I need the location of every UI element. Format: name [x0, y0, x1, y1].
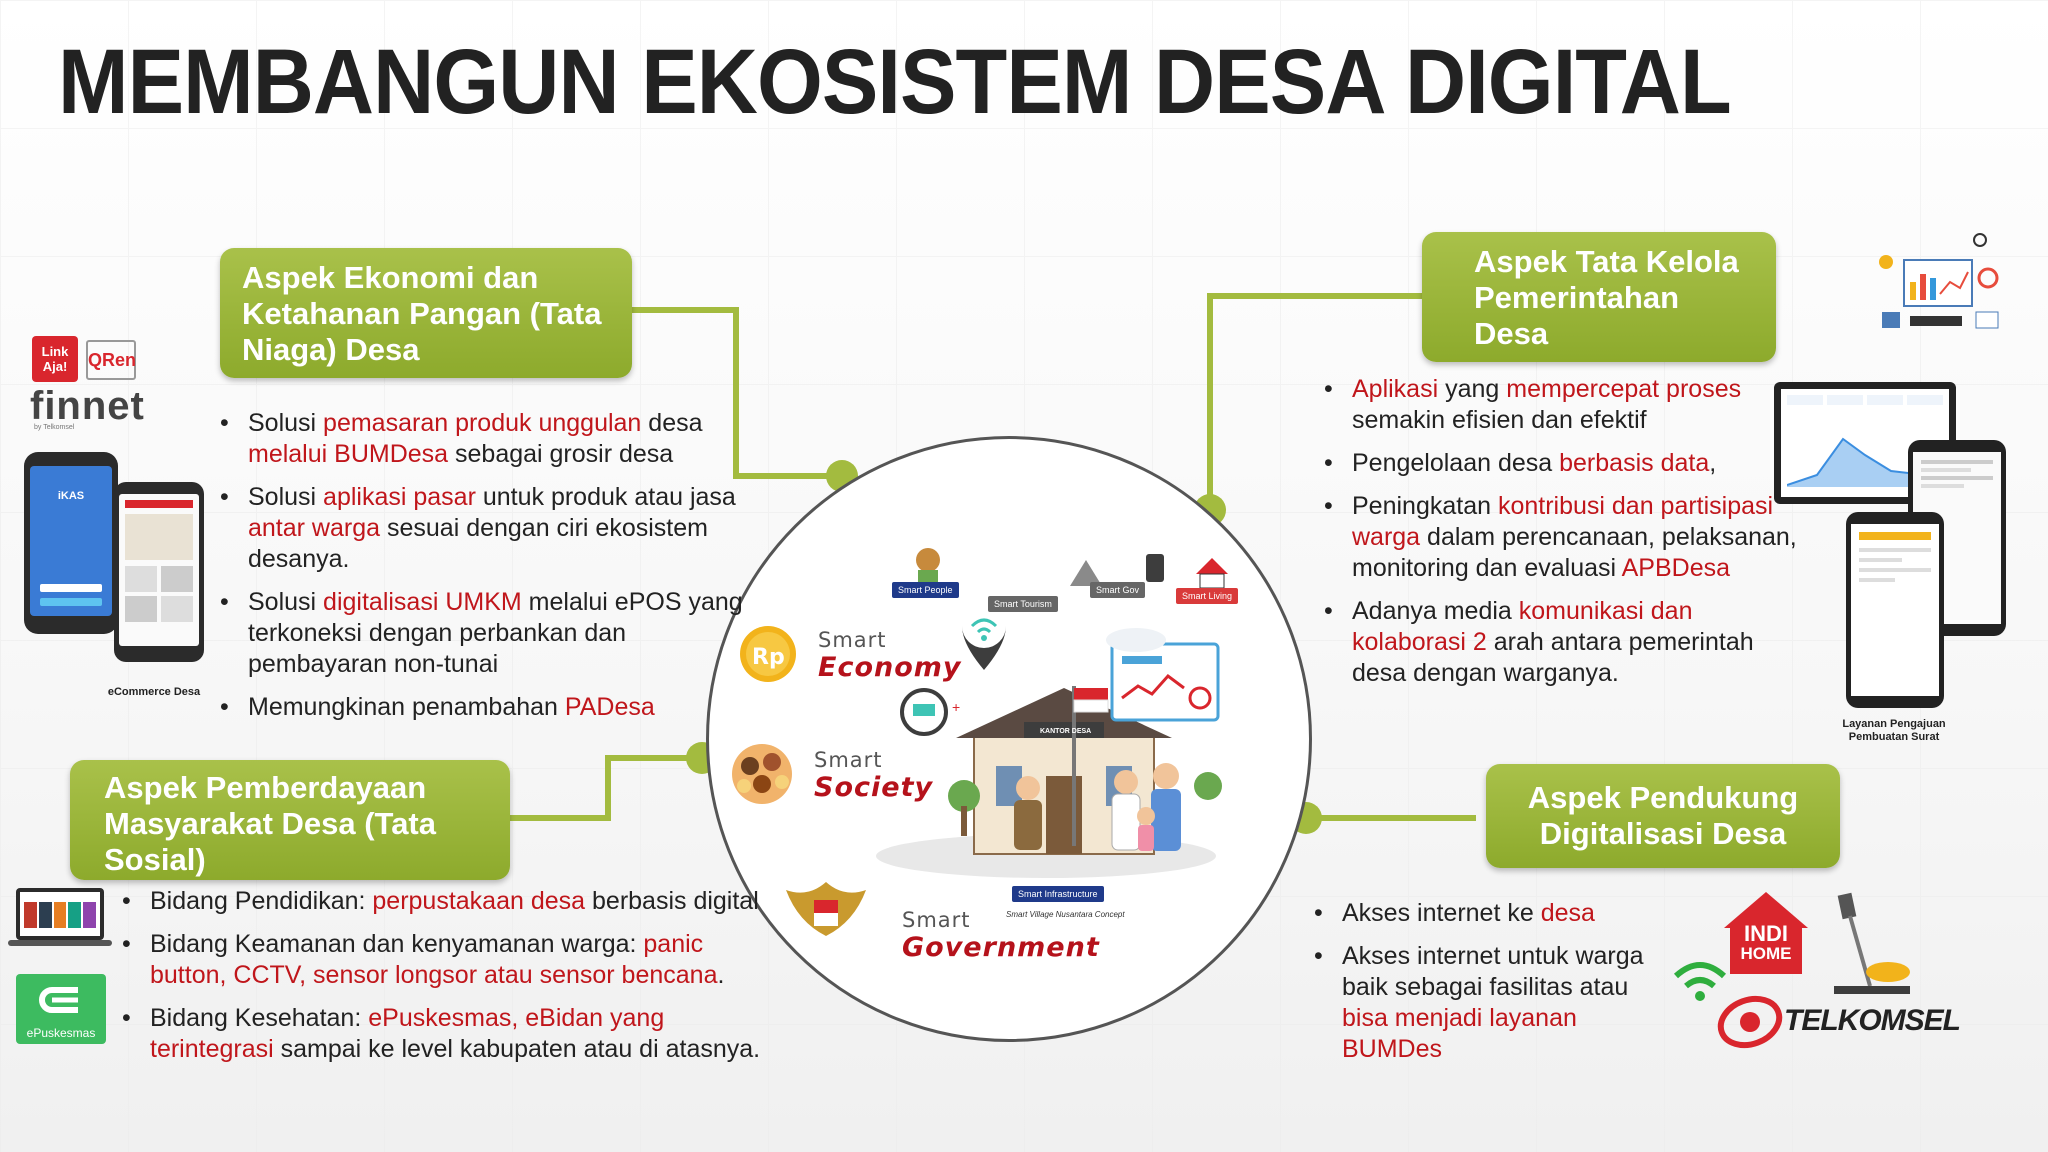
connector-tata-kelola [1207, 293, 1422, 510]
pill-smart-infrastructure: Smart Infrastructure [1012, 886, 1104, 902]
bullet-item: Peningkatan kontribusi dan partisipasi w… [1322, 491, 1798, 584]
telkomsel-logo: TELKOMSEL [1784, 1004, 1961, 1037]
list-tata-kelola: Aplikasi yang mempercepat proses semakin… [1322, 374, 1798, 701]
list-pendukung: Akses internet ke desaAkses internet unt… [1312, 898, 1662, 1077]
pill-smart-tourism: Smart Tourism [988, 596, 1058, 612]
wifi-icon [1673, 962, 1727, 1001]
highlight-text: panic button, CCTV, sensor longsor atau … [150, 930, 718, 989]
highlight-text: ePuskesmas, eBidan yang terintegrasi [150, 1004, 665, 1063]
bullet-item: Solusi pemasaran produk unggulan desa me… [218, 408, 758, 470]
indihome-house-icon [1724, 892, 1808, 974]
indihome-logo-text: INDI HOME [1740, 921, 1792, 964]
bullet-text: Bidang Keamanan dan kenyamanan warga: [150, 930, 644, 958]
bullet-item: Bidang Keamanan dan kenyamanan warga: pa… [120, 929, 780, 991]
bullet-text: Solusi [248, 588, 324, 616]
bullet-text: Bidang Pendidikan: [150, 887, 373, 915]
bullet-text: arah antara pemerintah desa dengan warga… [1352, 628, 1754, 687]
bullet-item: Bidang Kesehatan: ePuskesmas, eBidan yan… [120, 1003, 780, 1065]
page-title: MEMBANGUN EKOSISTEM DESA DIGITAL [58, 31, 1732, 133]
highlight-text: APBDesa [1621, 554, 1731, 582]
bullet-item: Memungkinan penambahan PADesa [218, 692, 758, 723]
epuskesmas-icon [39, 987, 78, 1013]
highlight-text: perpustakaan desa [372, 887, 586, 915]
bullet-text: Memungkinan penambahan [248, 693, 565, 721]
bullet-text: semakin efisien dan efektif [1352, 406, 1647, 434]
bullet-text: Solusi [248, 409, 324, 437]
svg-text:+: + [952, 699, 960, 715]
highlight-text: aplikasi pasar [323, 483, 476, 511]
bullet-item: Akses internet ke desa [1312, 898, 1662, 929]
badge-aspek-tata-kelola: Aspek Tata Kelola Pemerintahan Desa [1422, 232, 1776, 362]
satellite-dish-icon [1834, 892, 1910, 994]
linkaja-logo: Link Aja! [32, 336, 78, 382]
telkomsel-icon [1717, 995, 1783, 1049]
highlight-text: komunikasi dan kolaborasi 2 [1352, 597, 1693, 656]
building-sign: KANTOR DESA [1040, 728, 1092, 735]
concept-caption: Smart Village Nusantara Concept [1006, 910, 1125, 919]
highlight-text: Aplikasi [1352, 375, 1439, 403]
badge-aspek-ekonomi: Aspek Ekonomi dan Ketahanan Pangan (Tata… [220, 248, 632, 378]
bullet-item: Solusi aplikasi pasar untuk produk atau … [218, 482, 758, 575]
bullet-text: berbasis digital [585, 887, 759, 915]
ikas-app-name: iKAS [57, 490, 85, 502]
bullet-text: Pengelolaan desa [1352, 449, 1560, 477]
finnet-logo: finnet [30, 384, 145, 428]
bullet-text: sesuai dengan ciri ekosistem desanya. [248, 514, 708, 573]
layanan-caption: Layanan Pengajuan Pembuatan Surat [1842, 718, 1946, 743]
bullet-text: dalam perencanaan, pelaksanan, monitorin… [1352, 523, 1797, 582]
village-illustration: + Rp [732, 548, 1228, 936]
bullet-item: Bidang Pendidikan: perpustakaan desa ber… [120, 886, 780, 917]
smart-government-label: Smart Government [902, 908, 1100, 963]
ecommerce-caption: eCommerce Desa [107, 686, 201, 698]
library-laptop-mockup [16, 888, 104, 940]
surat-phone-mockup-front [1846, 512, 1944, 708]
qren-logo: QRen [86, 340, 136, 380]
highlight-text: desa [1540, 899, 1595, 927]
ecommerce-phone-mockup [114, 482, 204, 662]
bullet-text: yang [1438, 375, 1507, 403]
pill-smart-living: Smart Living [1176, 588, 1239, 604]
highlight-text: kontribusi dan partisipasi warga [1352, 492, 1774, 551]
highlight-text: bisa menjadi layanan BUMDes [1342, 1004, 1577, 1063]
highlight-text: mempercepat proses [1506, 375, 1742, 403]
highlight-text: PADesa [564, 693, 655, 721]
ikas-phone-mockup: iKAS [24, 452, 118, 634]
bullet-text: Solusi [248, 483, 324, 511]
connector-pemberdayaan [510, 755, 702, 821]
bullet-text: sebagai grosir desa [448, 440, 674, 468]
bullet-item: Aplikasi yang mempercepat proses semakin… [1322, 374, 1798, 436]
bullet-text: untuk produk atau jasa [475, 483, 736, 511]
bullet-text: Adanya media [1352, 597, 1519, 625]
bullet-item: Solusi digitalisasi UMKM melalui ePOS ya… [218, 587, 758, 680]
bullet-item: Pengelolaan desa berbasis data, [1322, 448, 1798, 479]
list-ekonomi: Solusi pemasaran produk unggulan desa me… [218, 408, 758, 735]
smart-economy-label: Smart Economy [818, 628, 962, 683]
bullet-item: Akses internet untuk warga baik sebagai … [1312, 941, 1662, 1065]
pill-smart-people: Smart People [892, 582, 959, 598]
highlight-text: berbasis data [1559, 449, 1710, 477]
bullet-text: . [717, 961, 725, 989]
bullet-text: , [1709, 449, 1717, 477]
bullet-text: desa [641, 409, 703, 437]
bullet-text: Akses internet untuk warga baik sebagai … [1342, 942, 1644, 1001]
connector-ekonomi [632, 307, 842, 479]
bullet-text: melalui ePOS yang terkoneksi dengan perb… [248, 588, 743, 678]
finnet-sub: by Telkomsel [34, 424, 75, 431]
bullet-text: Akses internet ke [1342, 899, 1541, 927]
laptop-base [8, 940, 112, 946]
highlight-text: digitalisasi UMKM [323, 588, 522, 616]
bullet-text: sampai ke level kabupaten atau di atasny… [273, 1035, 761, 1063]
bullet-text: Peningkatan [1352, 492, 1498, 520]
bullet-item: Adanya media komunikasi dan kolaborasi 2… [1322, 596, 1798, 689]
highlight-text: antar warga [248, 514, 381, 542]
badge-aspek-pendukung: Aspek Pendukung Digitalisasi Desa [1486, 764, 1840, 868]
analytics-icon [1879, 233, 1999, 329]
highlight-text: melalui BUMDesa [248, 440, 449, 468]
bullet-text: Bidang Kesehatan: [150, 1004, 369, 1032]
pill-smart-gov: Smart Gov [1090, 582, 1146, 598]
badge-aspek-pemberdayaan: Aspek Pemberdayaan Masyarakat Desa (Tata… [70, 760, 510, 880]
highlight-text: pemasaran produk unggulan [323, 409, 642, 437]
smart-society-label: Smart Society [814, 748, 934, 803]
list-pemberdayaan: Bidang Pendidikan: perpustakaan desa ber… [120, 886, 780, 1077]
